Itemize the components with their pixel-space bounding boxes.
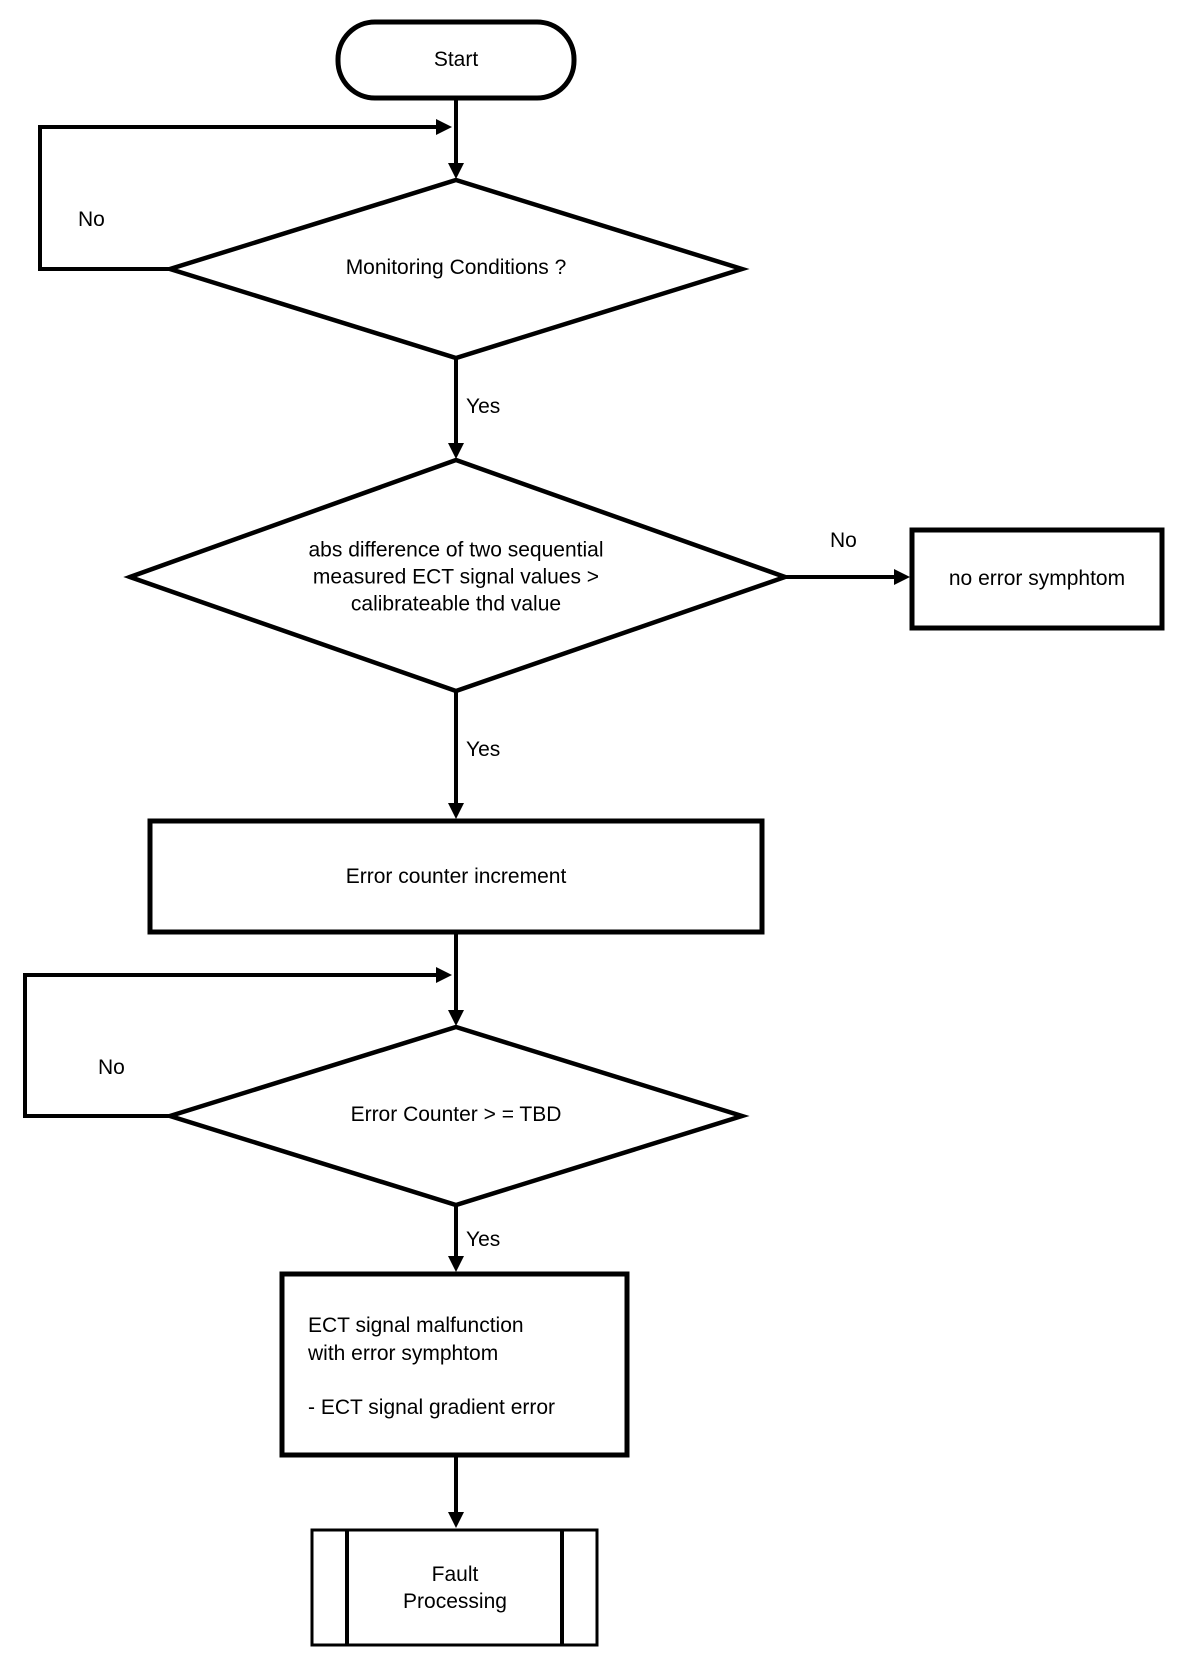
malfunction-box-label: ECT signal malfunction with error sympht… (308, 1312, 555, 1422)
arrowhead-down-icon (448, 1256, 464, 1272)
arrowhead-right-icon (436, 119, 452, 135)
arrowhead-down-icon (448, 443, 464, 459)
arrowhead-right-icon (894, 569, 910, 585)
start-label: Start (433, 48, 479, 71)
no-error-box-shape (909, 527, 1165, 631)
malfunction-line-3: - ECT signal gradient error (308, 1396, 556, 1419)
decision-counter-label: Error Counter > = TBD (350, 1103, 562, 1126)
no-error-box-label: no error symphtom (948, 567, 1126, 590)
edge-label-no-3: No (98, 1056, 125, 1079)
edge-label-yes-2: Yes (466, 738, 501, 761)
fault-box-label: Fault Processing (403, 1561, 507, 1615)
edge-label-no-2: No (830, 529, 857, 552)
decision-monitoring-label: Monitoring Conditions ? (345, 256, 567, 279)
decision-abs-diff-line-3: calibrateable thd value (350, 592, 562, 616)
edge-label-no-1: No (78, 208, 105, 231)
edge-label-yes-3: Yes (466, 1228, 501, 1251)
fault-line-2: Processing (403, 1590, 507, 1613)
arrowhead-down-icon (448, 1512, 464, 1528)
start-terminator-shape (335, 19, 577, 101)
arrowhead-right-icon (436, 967, 452, 983)
fault-line-1: Fault (431, 1563, 479, 1586)
arrowhead-down-icon (448, 163, 464, 179)
fault-box-shape (310, 1528, 599, 1647)
error-counter-box-label: Error counter increment (345, 865, 567, 888)
malfunction-box-shape (279, 1271, 630, 1458)
decision-abs-diff-label: abs difference of two sequential measure… (309, 537, 604, 618)
arrowhead-down-icon (448, 803, 464, 819)
edge-label-yes-1: Yes (466, 395, 501, 418)
arrowhead-down-icon (448, 1010, 464, 1026)
connector-decision1-no-loop (38, 125, 436, 271)
decision-abs-diff-line-2: measured ECT signal values > (312, 565, 600, 589)
decision-abs-diff-line-1: abs difference of two sequential (308, 538, 604, 562)
connector-decision3-no-loop (23, 973, 436, 1118)
malfunction-line-1: ECT signal malfunction (308, 1314, 524, 1337)
malfunction-line-2: with error symphtom (308, 1342, 499, 1365)
